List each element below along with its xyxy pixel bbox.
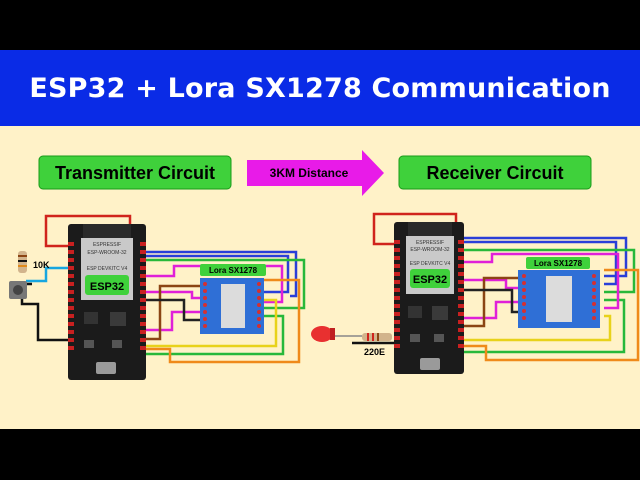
transmitter-esp32-board: ESPRESSIF ESP-WROOM-32 ESP DEVKITC V4 ES…	[68, 224, 146, 380]
top-letterbox	[0, 0, 640, 50]
receiver-lora-module: Lora SX1278	[518, 257, 600, 328]
transmitter-chip-line-3: ESP DEVKITC V4	[87, 266, 128, 272]
transmitter-heading: Transmitter Circuit	[38, 155, 232, 190]
transmitter-resistor: 10K	[18, 251, 50, 273]
receiver-chip-line-1: ESPRESSIF	[416, 240, 444, 246]
receiver-esp32-board: ESPRESSIF ESP-WROOM-32 ESP DEVKITC V4 ES…	[394, 222, 464, 374]
transmitter-wires	[20, 214, 306, 364]
transmitter-resistor-label: 10K	[33, 260, 50, 270]
distance-label: 3KM Distance	[270, 166, 349, 180]
transmitter-lora-module: Lora SX1278	[200, 264, 266, 334]
receiver-chip-line-3: ESP DEVKITC V4	[410, 261, 451, 267]
receiver-heading: Receiver Circuit	[398, 155, 592, 190]
receiver-esp-label: ESP32	[413, 274, 447, 286]
bottom-letterbox	[0, 429, 640, 480]
receiver-resistor: 220E	[335, 333, 392, 357]
transmitter-left-pins	[68, 242, 74, 350]
title-banner: ESP32 + Lora SX1278 Communication	[0, 50, 640, 126]
transmitter-chip-line-2: ESP-WROOM-32	[87, 250, 126, 256]
receiver-right-pins	[458, 240, 464, 348]
transmitter-heading-text: Transmitter Circuit	[55, 163, 215, 183]
transmitter-lora-label: Lora SX1278	[209, 266, 258, 275]
receiver-heading-text: Receiver Circuit	[426, 163, 563, 183]
transmitter-chip-line-1: ESPRESSIF	[93, 242, 121, 248]
receiver-lora-label: Lora SX1278	[534, 259, 583, 268]
distance-arrow: 3KM Distance	[247, 150, 384, 196]
push-button	[9, 281, 27, 299]
receiver-resistor-label: 220E	[364, 347, 385, 357]
receiver-chip-line-2: ESP-WROOM-32	[410, 247, 449, 253]
receiver-wires	[352, 212, 640, 362]
page-title: ESP32 + Lora SX1278 Communication	[29, 72, 611, 104]
transmitter-right-pins	[140, 242, 146, 350]
receiver-left-pins	[394, 240, 400, 348]
receiver-led	[311, 326, 335, 342]
transmitter-esp-label: ESP32	[90, 281, 124, 293]
